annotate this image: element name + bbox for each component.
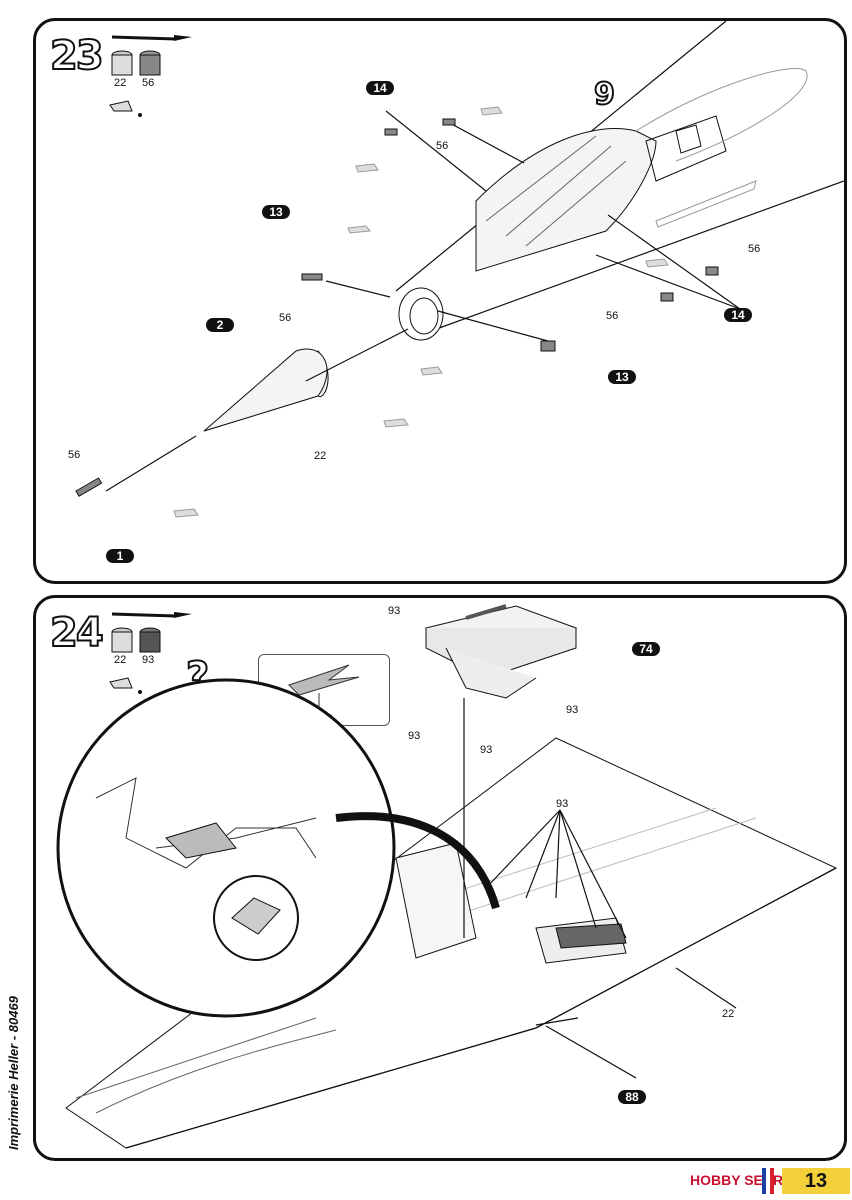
- part-callout-13: 13: [608, 370, 636, 384]
- paint-code-2: 93: [142, 654, 155, 666]
- part-callout-88: 88: [618, 1090, 646, 1104]
- paint-label: 93: [480, 744, 493, 756]
- step-number: 24: [49, 609, 105, 657]
- paint-label: 93: [408, 730, 421, 742]
- paint-code-1: 22: [114, 77, 127, 89]
- part-callout-13: 13: [262, 205, 290, 219]
- part-callout-14: 14: [366, 81, 394, 95]
- paint-label: 22: [314, 450, 327, 462]
- printer-credit: Imprimerie Heller - 80469: [6, 996, 21, 1150]
- french-flag-icon: [762, 1168, 774, 1194]
- paint-legend: 22 56: [108, 31, 208, 121]
- step-24-panel: 24 22 93 ?: [33, 595, 847, 1161]
- part-callout-1: 1: [106, 549, 134, 563]
- part-callout-14: 14: [724, 308, 752, 322]
- sub-assembly-number: 9: [593, 76, 616, 113]
- paint-legend: 22 93: [108, 608, 208, 698]
- paint-label: 56: [748, 243, 761, 255]
- paint-label: 93: [566, 704, 579, 716]
- paint-label: 56: [68, 449, 81, 461]
- step-24-drawing: [56, 604, 838, 1149]
- paint-code-2: 56: [142, 77, 155, 89]
- paint-label: 56: [606, 310, 619, 322]
- paint-label: 56: [279, 312, 292, 324]
- step-23-drawing: [75, 21, 844, 518]
- step-number: 23: [49, 32, 105, 80]
- paint-code-1: 22: [114, 654, 127, 666]
- paint-pots-icon: [109, 35, 192, 117]
- footer: HOBBY SEARCH 13: [690, 1168, 850, 1196]
- step-23-panel: 23 22 56: [33, 18, 847, 584]
- paint-label: 56: [436, 140, 449, 152]
- paint-label: 22: [722, 1008, 735, 1020]
- watermark-brand: HOBBY SEARCH: [690, 1172, 804, 1188]
- paint-label: 93: [556, 798, 569, 810]
- part-callout-2: 2: [206, 318, 234, 332]
- page-number: 13: [782, 1168, 850, 1194]
- paint-pots-icon: [109, 612, 192, 694]
- part-callout-74: 74: [632, 642, 660, 656]
- paint-label: 93: [388, 605, 401, 617]
